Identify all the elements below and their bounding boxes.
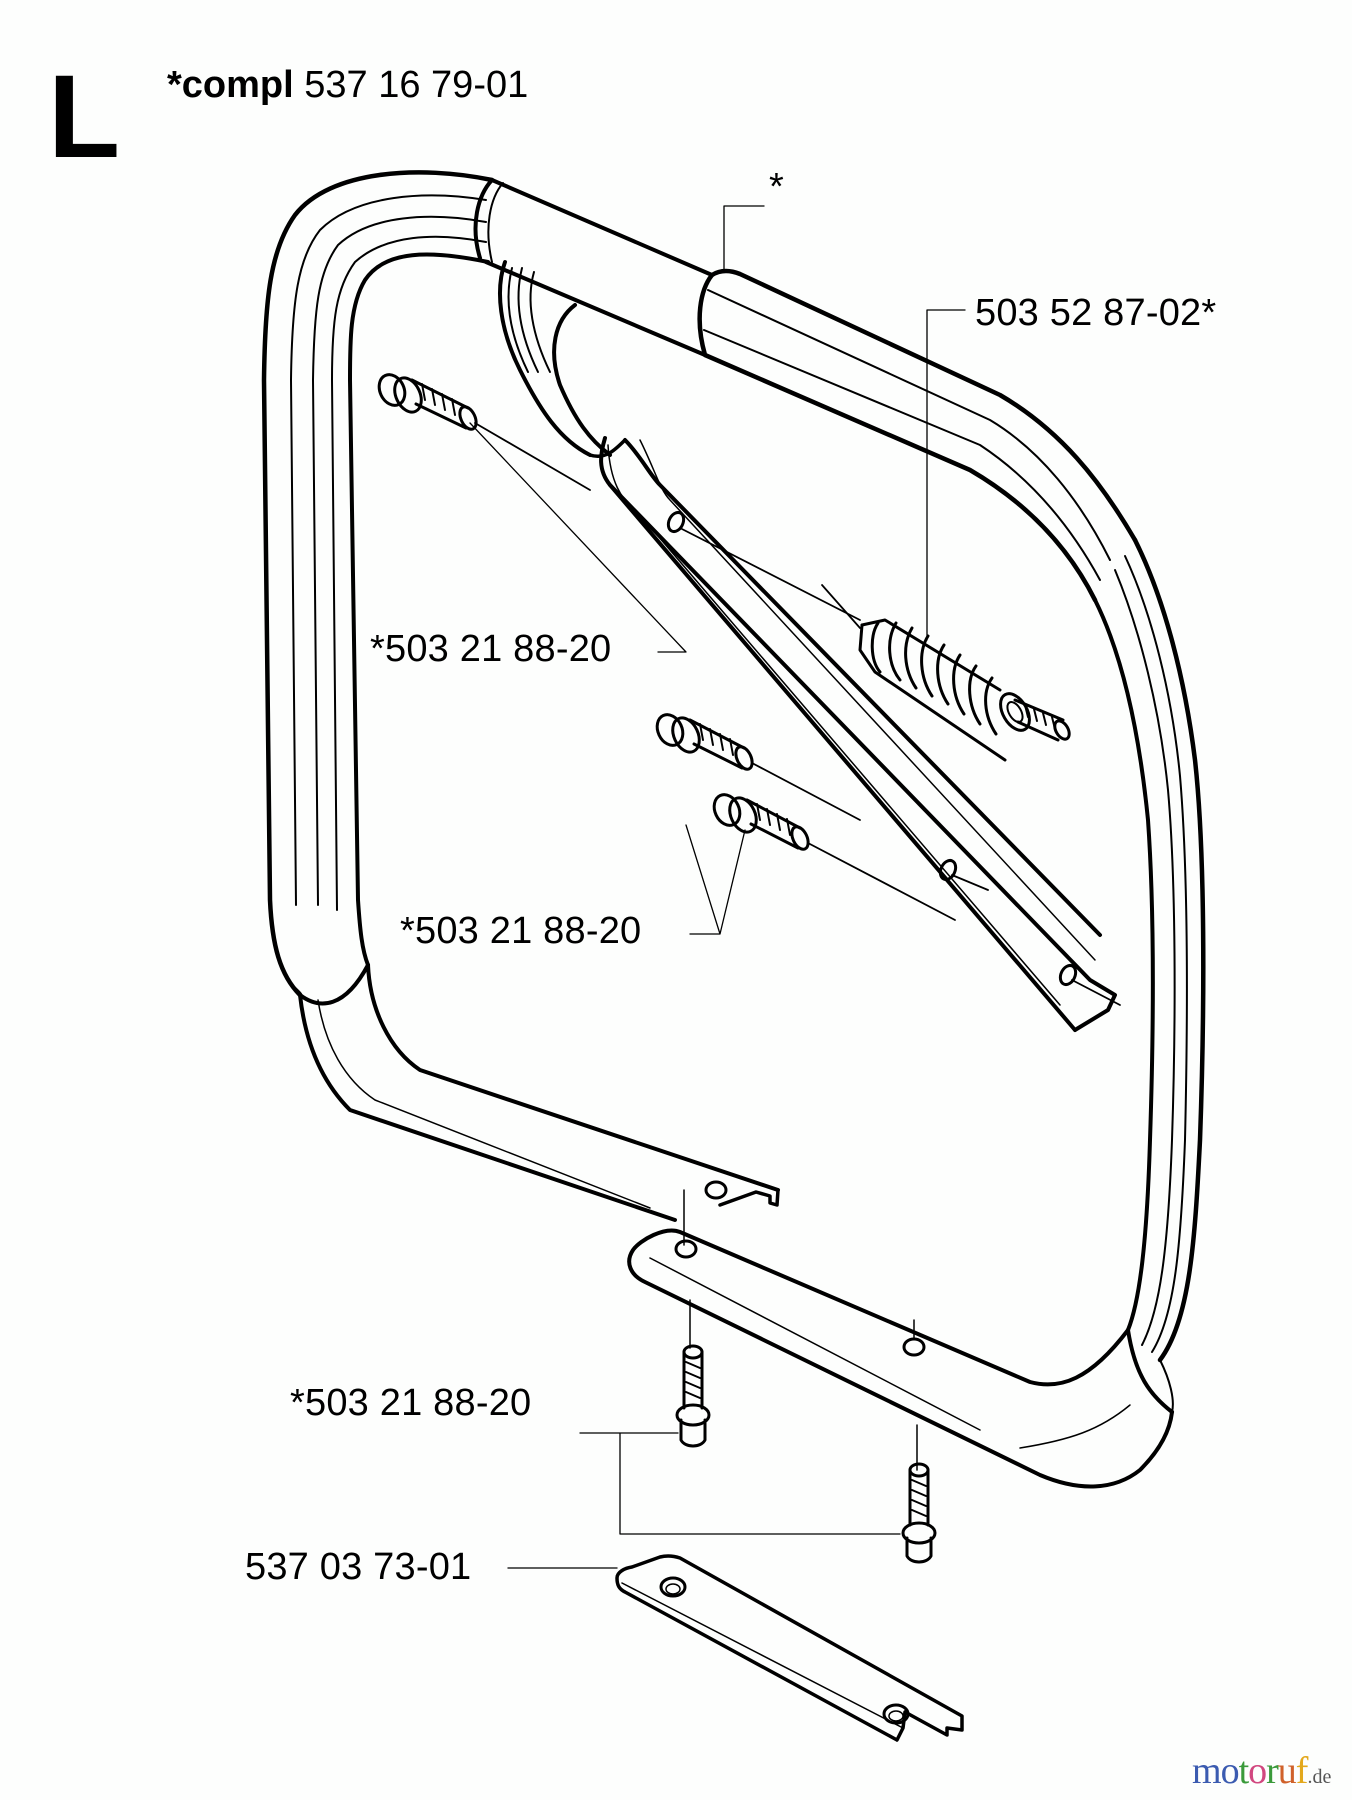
middle-bolts-part-label: *503 21 88-20: [400, 910, 642, 952]
logo-letter: u: [1277, 1750, 1297, 1792]
logo-letter: f: [1295, 1750, 1309, 1792]
lower-bolts-part-label: *503 21 88-20: [290, 1382, 532, 1424]
logo-letter: o: [1248, 1750, 1267, 1792]
lower-bolt-2-part: [901, 1462, 937, 1564]
lower-bolt-1-part: [675, 1344, 711, 1448]
logo-letter: m: [1192, 1750, 1222, 1792]
front-handle-frame: [261, 170, 1206, 1489]
middle-bolt-2-part: [712, 793, 956, 921]
upper-bolt-part: [377, 373, 591, 491]
assembly-header: *compl 537 16 79-01: [167, 66, 528, 104]
logo-letter: o: [1220, 1750, 1240, 1792]
section-letter: L: [48, 51, 121, 183]
middle-bolt-1-part: [655, 713, 861, 821]
logo-letter: t: [1238, 1750, 1250, 1792]
damper-spring-part: [821, 584, 1071, 762]
cover-plate-part: [615, 1554, 964, 1742]
assembly-part-number: 537 16 79-01: [304, 64, 529, 106]
logo-letter: r: [1266, 1750, 1279, 1792]
leader-lines: [469, 205, 966, 1569]
compl-prefix: *compl: [167, 64, 294, 106]
logo-domain-suffix: .de: [1307, 1766, 1332, 1788]
brace-strut: [599, 436, 1121, 1032]
damper-spring-part-label: 503 52 87-02*: [975, 292, 1217, 334]
motoruf-watermark-logo: motoruf.de: [1192, 1752, 1331, 1790]
cover-plate-part-label: 537 03 73-01: [245, 1546, 472, 1588]
upper-bolt-part-label: *503 21 88-20: [370, 628, 612, 670]
grip-asterisk-label: *: [769, 166, 784, 208]
